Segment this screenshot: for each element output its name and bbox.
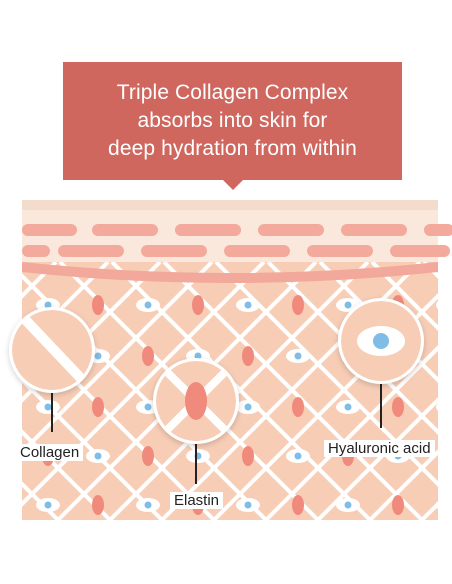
elastin-cell	[392, 495, 404, 515]
collagen-label: Collagen	[20, 444, 84, 461]
epidermis-cell	[141, 245, 207, 257]
hyaluronic-acid-dot	[244, 301, 252, 309]
hyaluronic-acid-cell	[436, 501, 438, 509]
hyaluronic-acid-dot	[144, 403, 152, 411]
collagen-fiber	[0, 262, 4, 522]
collagen-fiber	[266, 262, 438, 435]
epidermis-cell-row-1	[22, 224, 452, 236]
collagen-fiber	[22, 429, 113, 520]
hyaluronic-acid-dot	[44, 403, 52, 411]
hyaluronic-acid-dot	[294, 452, 302, 460]
epidermis-top-band	[22, 200, 438, 210]
headline-line-2: absorbs into skin for	[137, 109, 328, 132]
headline-line-3: deep hydration from within	[108, 137, 357, 160]
hyaluronic-acid-dot	[144, 501, 152, 509]
hyaluronic-acid-magnified-view	[341, 301, 421, 381]
collagen-fiber	[22, 377, 165, 520]
hyaluronic-acid-dot	[44, 301, 52, 309]
elastin-cell	[142, 346, 154, 366]
elastin-cell	[292, 295, 304, 315]
hyaluronic-acid-dot	[94, 352, 102, 360]
epidermis-cell	[390, 245, 450, 257]
elastin-cell	[242, 346, 254, 366]
hyaluronic-acid-dot	[244, 403, 252, 411]
elastin-cell	[242, 446, 254, 466]
collagen-fiber	[22, 262, 266, 507]
elastin-cell	[292, 397, 304, 417]
epidermis-cell	[307, 245, 373, 257]
hyaluronic-acid-dot	[294, 352, 302, 360]
headline-line-1: Triple Collagen Complex	[116, 81, 349, 104]
elastin-cell	[442, 346, 452, 366]
collagen-fiber	[370, 262, 438, 331]
elastin-magnified-view	[156, 361, 236, 441]
epidermis-cell	[341, 224, 407, 236]
elastin-cell	[142, 446, 154, 466]
headline-callout: Triple Collagen Complex absorbs into ski…	[63, 62, 402, 180]
hyaluronic-acid-dot	[194, 352, 202, 360]
hyaluronic-acid-dot	[445, 502, 452, 509]
elastin-cell	[292, 495, 304, 515]
hyaluronic-acid-label: Hyaluronic acid	[324, 440, 435, 457]
collagen-fiber	[22, 262, 162, 403]
epidermis-cell	[58, 245, 124, 257]
epidermis-cell	[175, 224, 241, 236]
hyaluronic-acid-cell	[436, 301, 438, 309]
hyaluronic-acid-dot	[94, 452, 102, 460]
epidermis-cell-row-2	[22, 245, 450, 257]
hyaluronic-acid-dot	[344, 403, 352, 411]
epidermis-cell	[22, 224, 77, 236]
elastin-cell	[192, 295, 204, 315]
elastin-cell	[92, 495, 104, 515]
hyaluronic-acid-dot	[44, 501, 52, 509]
elastin-cell	[392, 397, 404, 417]
hyaluronic-acid-cell	[436, 403, 438, 411]
collagen-fiber	[315, 397, 438, 520]
hyaluronic-acid-dot	[244, 501, 252, 509]
hyaluronic-acid-dot	[445, 404, 452, 411]
elastin-cell	[442, 446, 452, 466]
elastin-label: Elastin	[170, 492, 224, 509]
hyaluronic-acid-dot	[344, 501, 352, 509]
collagen-fiber	[367, 449, 438, 520]
epidermis-cell	[22, 245, 50, 257]
epidermis-cell	[92, 224, 158, 236]
elastin-cell	[92, 397, 104, 417]
collagen-fiber	[22, 325, 217, 520]
collagen-fiber	[162, 262, 425, 520]
hyaluronic-acid-dot	[144, 301, 152, 309]
collagen-fiber	[211, 293, 438, 520]
collagen-fiber	[22, 262, 214, 455]
hyaluronic-acid-dot	[344, 301, 352, 309]
collagen-fiber	[22, 262, 110, 351]
elastin-cell	[92, 295, 104, 315]
collagen-fiber	[0, 262, 8, 522]
callout-pointer	[222, 179, 244, 190]
epidermis-cell	[224, 245, 290, 257]
epidermis-cell	[258, 224, 324, 236]
collagen-fiber	[263, 345, 438, 520]
hyaluronic-acid-dot	[445, 302, 452, 309]
epidermis-layer	[22, 210, 438, 266]
epidermis-cell	[424, 224, 452, 236]
basement-membrane	[22, 262, 438, 283]
collagen-magnified-view	[12, 310, 92, 390]
